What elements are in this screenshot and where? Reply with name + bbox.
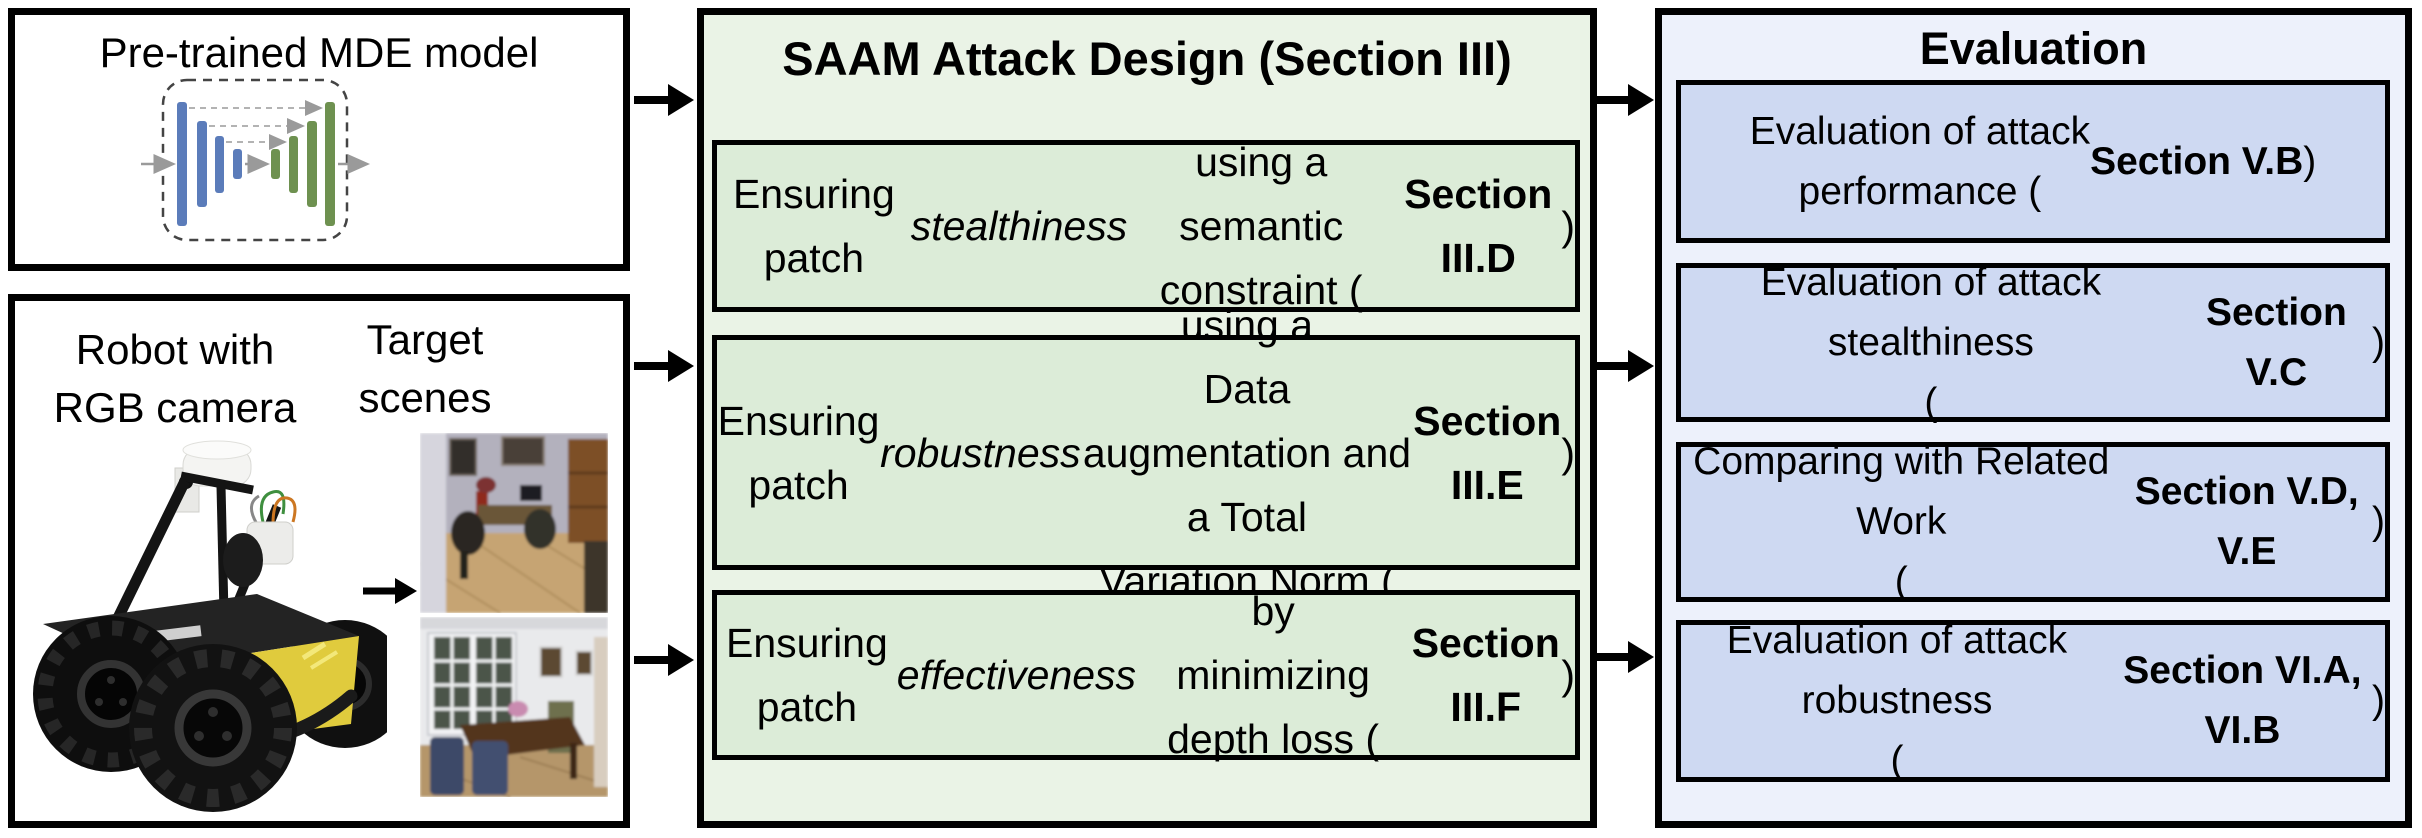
robot-to-scenes-arrow-right-icon [363,576,417,606]
saam-design-title: SAAM Attack Design (Section III) [782,32,1512,85]
saam-item-robustness: Ensuring patch robustness using a Data a… [712,302,1580,604]
saam-item-stealthiness: Ensuring patch stealthiness using a sema… [712,139,1580,313]
pretrained-mde-title: Pre-trained MDE model [99,29,539,76]
mde-network-diagram-icon [141,78,370,242]
scene-photo-dining [420,617,608,797]
saam-item-effectiveness: Ensuring patch effectiveness by minimizi… [712,588,1580,762]
robot-scenes-box: Robot with RGB camera Target scenes [8,294,630,828]
arrow-right-icon [634,643,694,677]
scene-photo-office [420,433,608,613]
evaluation-item-robustness: Evaluation of attack robustness (Section… [1676,619,2390,782]
evaluation-item-related-work: Comparing with Related Work (Section V.D… [1676,440,2390,603]
evaluation-title: Evaluation [1919,23,2148,74]
evaluation-item-performance: Evaluation of attack performance (Sectio… [1676,80,2390,243]
saam-design-box: SAAM Attack Design (Section III) Ensurin… [697,8,1597,828]
target-scenes-label: Target scenes [358,316,492,421]
evaluation-box: Evaluation Evaluation of attack performa… [1655,8,2412,828]
robot-label: Robot with RGB camera [53,326,297,431]
arrow-right-icon [1594,349,1654,383]
arrow-right-icon [634,83,694,117]
arrow-right-icon [634,349,694,383]
robot-illustration [33,440,387,812]
arrow-right-icon [1594,83,1654,117]
pretrained-mde-box: Pre-trained MDE model [8,8,630,271]
evaluation-item-stealthiness: Evaluation of attack stealthiness (Secti… [1676,261,2390,424]
arrow-right-icon [1594,640,1654,674]
